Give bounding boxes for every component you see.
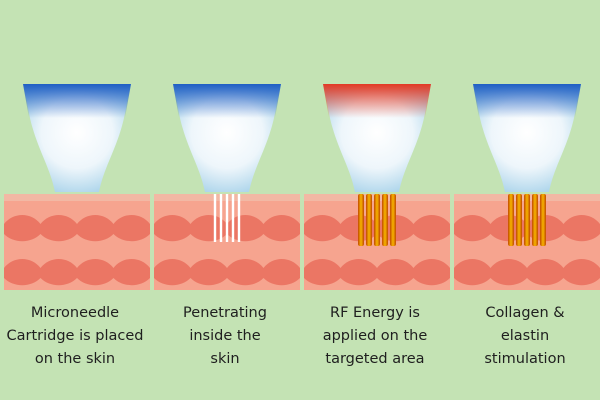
step-3-caption-line-1: RF Energy is [330,305,420,321]
handpiece-cap [173,84,281,118]
microneedle-handpiece-icon [473,84,581,192]
step-2-caption: Penetrating inside the skin [150,302,300,371]
step-1-caption-line-1: Microneedle [30,305,120,321]
heated-needle [374,194,380,246]
needle [231,194,235,242]
microneedle-handpiece-icon [173,84,281,192]
needle-array [213,194,241,242]
step-2-caption-line-1: Penetrating [183,305,267,321]
step-2-caption-line-2: inside the [189,328,261,344]
handpiece-cap [23,84,131,118]
dermis-wave [4,259,150,286]
step-3-caption-line-2: applied on the [322,328,428,344]
heated-needle [366,194,372,246]
step-2-caption-line-3: skin [210,351,240,367]
step-1 [4,84,150,290]
needle [213,194,217,242]
dermis-wave [154,259,300,286]
dermis-wave [304,259,450,286]
heated-needle [532,194,538,246]
heated-needle [358,194,364,246]
skin-block [4,194,150,290]
step-4-caption-line-1: Collagen & [485,305,565,321]
step-4-caption: Collagen & elastin stimulation [450,302,600,371]
needle [225,194,229,242]
step-1-caption: Microneedle Cartridge is placed on the s… [0,302,150,371]
step-4-caption-line-3: stimulation [484,351,566,367]
heated-needle [540,194,546,246]
step-1-caption-line-2: Cartridge is placed [6,328,144,344]
needle [219,194,223,242]
heated-needle [516,194,522,246]
needle-array [508,194,546,246]
heated-needle [508,194,514,246]
dermis-wave [4,215,150,242]
step-3-caption: RF Energy is applied on the targeted are… [300,302,450,371]
needle-array [358,194,396,246]
microneedle-handpiece-icon [23,84,131,192]
handpiece-cap [473,84,581,118]
heated-needle [382,194,388,246]
step-4-caption-line-2: elastin [500,328,550,344]
step-2 [154,84,300,290]
step-4 [454,84,600,290]
rf-handpiece-icon [323,84,431,192]
needle [237,194,241,242]
heated-needle [390,194,396,246]
step-3-caption-line-3: targeted area [325,351,425,367]
step-1-caption-line-3: on the skin [34,351,116,367]
handpiece-cap [323,84,431,118]
skin-surface [4,194,150,201]
dermis-wave [454,259,600,286]
heated-needle [524,194,530,246]
step-3 [304,84,450,290]
